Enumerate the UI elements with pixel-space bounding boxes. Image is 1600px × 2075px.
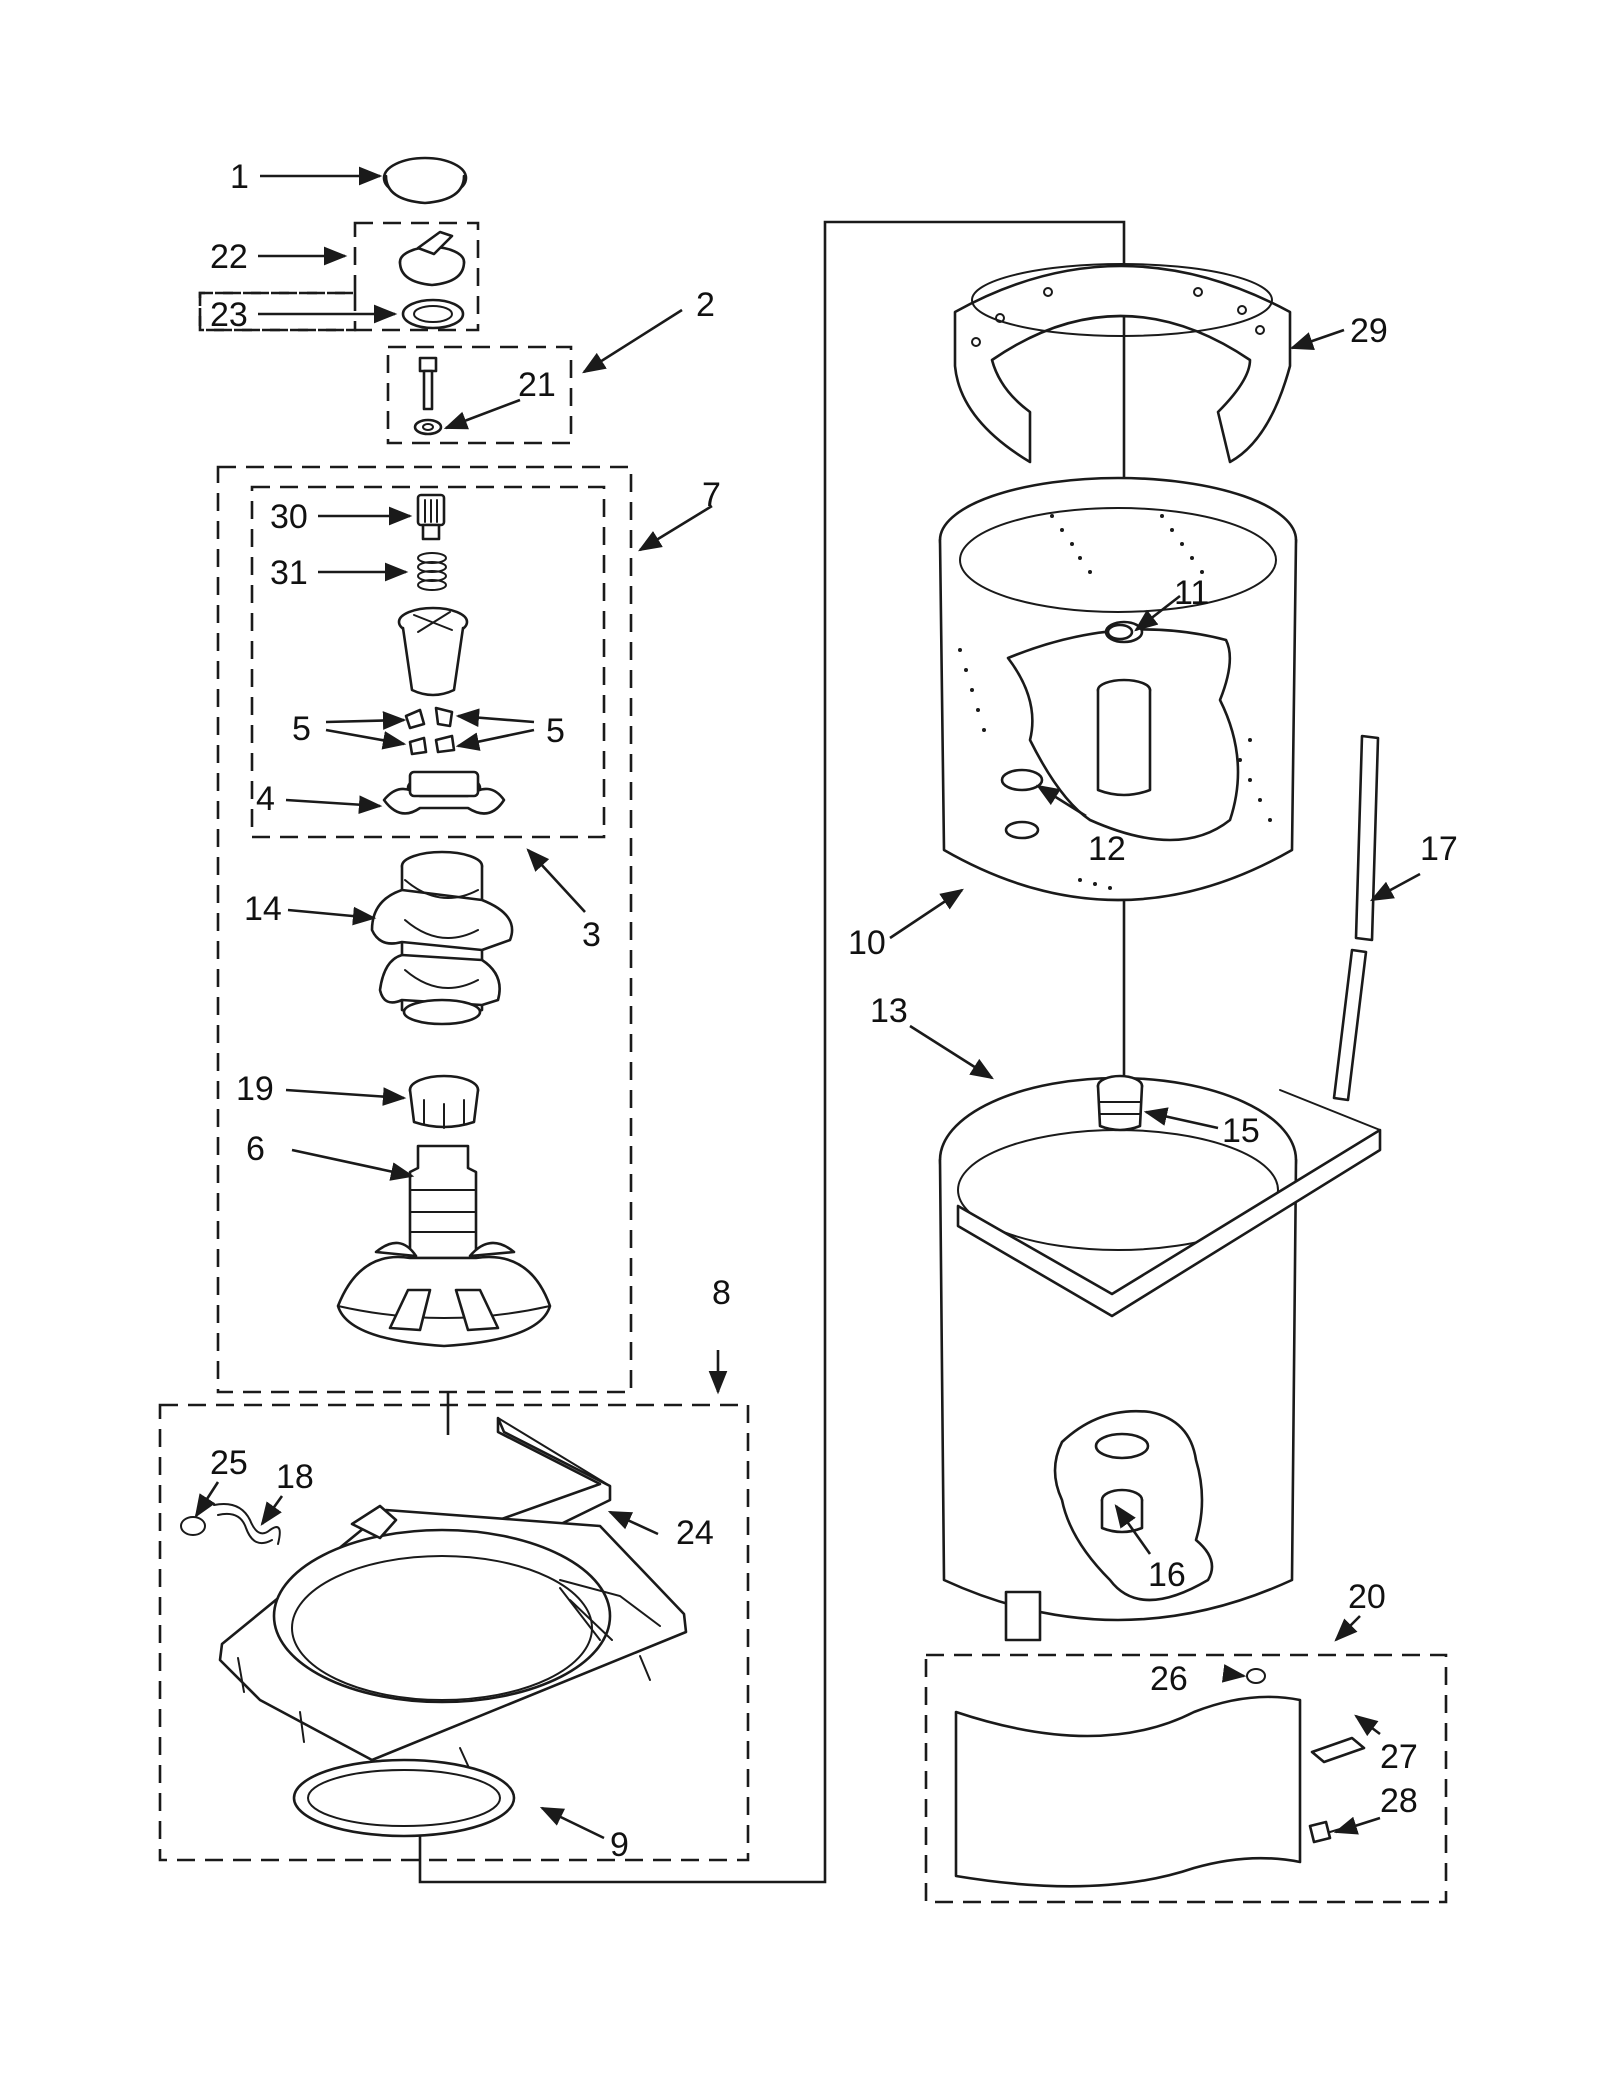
callout-6: 6 (246, 1130, 265, 1168)
part-cam-body (397, 606, 469, 697)
group-box-2 (386, 345, 573, 445)
callout-10: 10 (848, 924, 886, 962)
group-box-3 (250, 485, 606, 839)
group-box-7 (216, 465, 633, 1394)
part-31-spring (417, 552, 447, 591)
part-13-tub (938, 1076, 1382, 1642)
part-27-bracket (1310, 1736, 1366, 1764)
callout-26: 26 (1150, 1660, 1188, 1698)
part-9-ring (292, 1758, 516, 1838)
callout-19: 19 (236, 1070, 274, 1108)
part-26-clip (1246, 1668, 1266, 1684)
connector-line (418, 220, 1126, 1884)
callout-25: 25 (210, 1444, 248, 1482)
part-8-base-platform (218, 1504, 688, 1771)
part-14-auger (370, 850, 514, 1026)
callout-27: 27 (1380, 1738, 1418, 1776)
callout-15: 15 (1222, 1112, 1260, 1150)
part-5-dogs (404, 706, 456, 756)
group-box-23 (198, 291, 357, 332)
part-15-coupling (1096, 1074, 1144, 1132)
part-30-cog (416, 493, 446, 541)
callout-1: 1 (230, 158, 249, 196)
callout-labels: 1 2 3 4 5 5 6 7 8 9 10 11 12 13 14 15 16… (210, 158, 1458, 1864)
part-22-agitator-cap (398, 230, 466, 287)
callout-8: 8 (712, 1274, 731, 1312)
callout-18: 18 (276, 1458, 314, 1496)
callout-12: 12 (1088, 830, 1126, 868)
callout-20: 20 (1348, 1578, 1386, 1616)
callout-4: 4 (256, 780, 275, 818)
callout-3: 3 (582, 916, 601, 954)
part-23-seal-ring (401, 298, 465, 330)
callout-28: 28 (1380, 1782, 1418, 1820)
callout-31: 31 (270, 554, 308, 592)
part-1-cap (382, 156, 468, 205)
callout-21: 21 (518, 366, 556, 404)
callout-5-right: 5 (546, 712, 565, 750)
part-29-tub-ring (953, 263, 1292, 464)
part-25-clamp (180, 1516, 206, 1536)
callout-14: 14 (244, 890, 282, 928)
part-20-shield (954, 1695, 1302, 1888)
callout-7: 7 (702, 476, 721, 514)
part-6-agitator-base (336, 1144, 552, 1348)
callout-22: 22 (210, 238, 248, 276)
part-18-hose (213, 1503, 281, 1545)
callout-24: 24 (676, 1514, 714, 1552)
part-28-screw (1308, 1820, 1351, 1844)
part-19-bearing (408, 1074, 480, 1129)
callout-30: 30 (270, 498, 308, 536)
callout-2: 2 (696, 286, 715, 324)
part-21-bolt (413, 356, 443, 436)
callout-16: 16 (1148, 1556, 1186, 1594)
part-4-cam-base (382, 770, 506, 815)
callout-11: 11 (1174, 574, 1209, 612)
callout-9: 9 (610, 1826, 629, 1864)
callout-23: 23 (210, 296, 248, 334)
part-11-nut (1106, 623, 1134, 641)
leader-lines (194, 166, 1421, 1840)
group-box-8 (158, 1403, 750, 1862)
part-17-hose (1332, 734, 1380, 1102)
callout-29: 29 (1350, 312, 1388, 350)
callout-17: 17 (1420, 830, 1458, 868)
group-box-20 (924, 1653, 1448, 1904)
callout-13: 13 (870, 992, 908, 1030)
callout-5-left: 5 (292, 710, 311, 748)
